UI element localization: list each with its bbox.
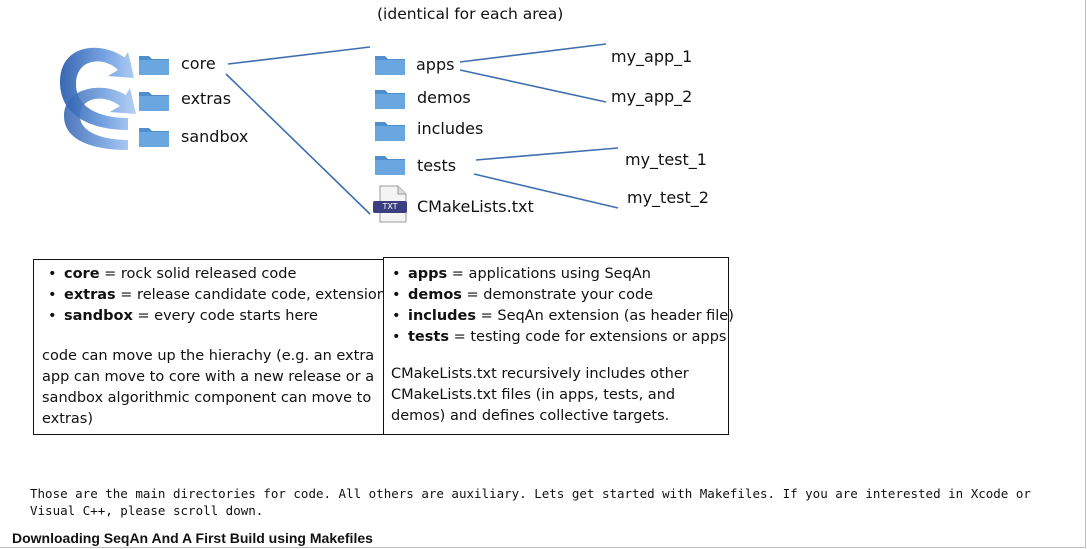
bullet-term: extras bbox=[64, 287, 116, 303]
line-tests-mytest2 bbox=[473, 173, 619, 209]
bullet-demos: • demos = demonstrate your code bbox=[386, 285, 722, 306]
subdir-label-includes: includes bbox=[417, 119, 484, 138]
folder-icon bbox=[138, 52, 170, 76]
subdir-label-demos: demos bbox=[417, 88, 471, 107]
bullet-dot: • bbox=[392, 266, 401, 282]
section-heading: Downloading SeqAn And A First Build usin… bbox=[12, 530, 373, 546]
bullet-dot: • bbox=[392, 329, 401, 345]
bullet-text: = every code starts here bbox=[132, 308, 318, 324]
bullet-core: • core = rock solid released code bbox=[42, 264, 377, 285]
bullet-text: = rock solid released code bbox=[99, 266, 297, 282]
cmake-file-label: CMakeLists.txt bbox=[417, 197, 534, 216]
bullet-tests: • tests = testing code for extensions or … bbox=[386, 327, 726, 348]
line-core-apps bbox=[227, 46, 371, 65]
bullet-dot: • bbox=[48, 287, 57, 303]
bullet-text: = applications using SeqAn bbox=[447, 266, 651, 282]
line-apps-myapp2 bbox=[459, 69, 607, 103]
line-tests-mytest1 bbox=[475, 147, 619, 161]
bullet-apps: • apps = applications using SeqAn bbox=[386, 264, 722, 285]
txt-file-icon: TXT bbox=[372, 184, 412, 224]
intro-paragraph: Those are the main directories for code.… bbox=[30, 486, 1031, 518]
area-note: code can move up the hierachy (e.g. an e… bbox=[42, 348, 375, 427]
bullet-term: sandbox bbox=[64, 308, 133, 324]
area-label-core: core bbox=[181, 54, 216, 73]
promotion-arrows bbox=[60, 47, 136, 150]
test-item-2: my_test_2 bbox=[627, 188, 709, 207]
bullet-sandbox: • sandbox = every code starts here bbox=[42, 306, 377, 327]
folder-icon bbox=[374, 118, 406, 142]
test-item-1: my_test_1 bbox=[625, 150, 707, 169]
bullet-text: = SeqAn extension (as header file) bbox=[476, 308, 734, 324]
folder-icon bbox=[138, 124, 170, 148]
subdir-label-apps: apps bbox=[416, 55, 455, 74]
folder-icon bbox=[374, 52, 406, 76]
folder-icon bbox=[374, 152, 406, 176]
app-item-2: my_app_2 bbox=[611, 87, 693, 106]
bullet-term: demos bbox=[408, 287, 462, 303]
line-core-cmake bbox=[225, 73, 371, 215]
bullet-extras: • extras = release candidate code, extens… bbox=[42, 285, 394, 306]
folder-icon bbox=[138, 88, 170, 112]
bullet-text: = demonstrate your code bbox=[461, 287, 654, 303]
area-label-sandbox: sandbox bbox=[181, 127, 249, 146]
subdir-label-tests: tests bbox=[417, 156, 457, 175]
bullet-term: tests bbox=[408, 329, 449, 345]
bullet-includes: • includes = SeqAn extension (as header f… bbox=[386, 306, 734, 327]
subdir-description-box: • apps = applications using SeqAn • demos … bbox=[383, 257, 734, 435]
subdir-note: CMakeLists.txt recursively includes othe… bbox=[391, 366, 689, 424]
diagram-connectors bbox=[60, 43, 619, 215]
bullet-text: = testing code for extensions or apps bbox=[448, 329, 727, 345]
app-item-1: my_app_1 bbox=[611, 47, 693, 66]
txt-file-badge: TXT bbox=[382, 202, 398, 211]
line-apps-myapp1 bbox=[459, 43, 607, 63]
bullet-dot: • bbox=[48, 308, 57, 324]
bullet-dot: • bbox=[392, 308, 401, 324]
area-label-extras: extras bbox=[181, 89, 232, 108]
bullet-dot: • bbox=[392, 287, 401, 303]
subdir-bullet-list: • apps = applications using SeqAn • demos … bbox=[386, 264, 734, 348]
area-description-box: • core = rock solid released code • extras… bbox=[33, 259, 394, 435]
bullet-term: core bbox=[64, 266, 100, 282]
folder-icon bbox=[374, 86, 406, 110]
bullet-text: = release candidate code, extensions bbox=[115, 287, 394, 303]
diagram-caption: (identical for each area) bbox=[377, 5, 564, 23]
area-bullet-list: • core = rock solid released code • extras… bbox=[42, 264, 394, 327]
bullet-term: includes bbox=[408, 308, 477, 324]
bullet-term: apps bbox=[408, 266, 448, 282]
bullet-dot: • bbox=[48, 266, 57, 282]
